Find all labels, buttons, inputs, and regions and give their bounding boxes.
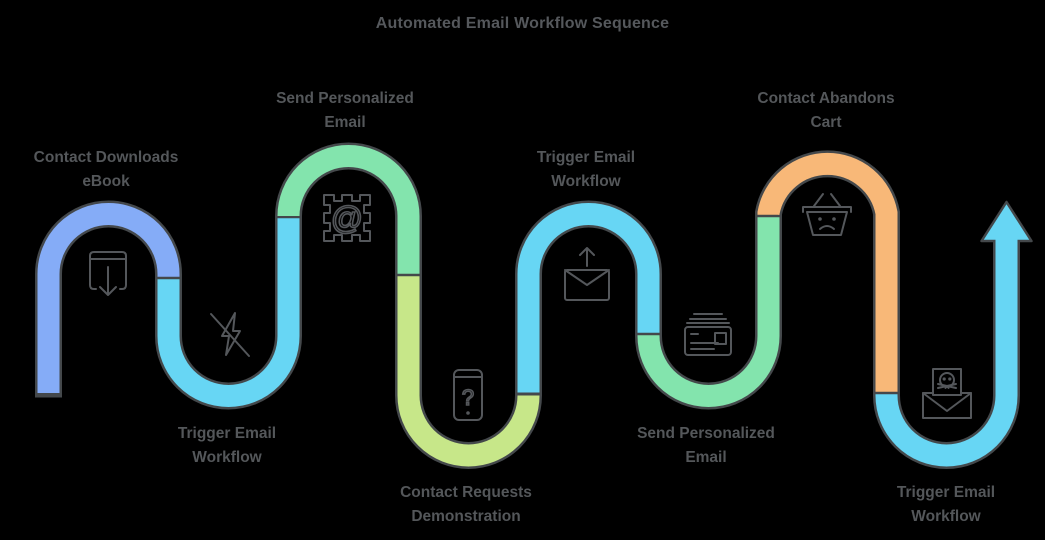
diagram-title: Automated Email Workflow Sequence	[375, 15, 670, 32]
step-label-2: Trigger Email Workflow	[177, 425, 277, 466]
step-label-1: Contact Downloads eBook	[33, 149, 179, 190]
flow-segment-5	[517, 203, 660, 393]
send-email-icon	[564, 247, 610, 301]
mail-stack-icon	[684, 313, 732, 356]
mail-virus-icon	[922, 368, 972, 419]
abandoned-cart-icon	[802, 193, 852, 236]
flow-segment-4	[397, 276, 540, 467]
stamp-at-icon: @	[323, 194, 371, 242]
ebook-download-icon	[89, 251, 127, 296]
phone-question-icon: ?	[453, 369, 483, 421]
step-label-5: Trigger Email Workflow	[536, 149, 636, 190]
step-label-3: Send Personalized Email	[276, 90, 414, 131]
flash-off-icon	[210, 312, 250, 357]
flow-segment-6	[637, 217, 780, 407]
flow-segment-1	[37, 203, 180, 393]
step-label-6: Send Personalized Email	[637, 425, 775, 466]
svg-text:?: ?	[462, 385, 474, 410]
flow-segment-7	[757, 152, 898, 392]
flow-segment-8	[875, 242, 1018, 467]
flow-segment-3	[277, 145, 420, 274]
step-label-4: Contact Requests Demonstration	[400, 484, 532, 525]
svg-text:@: @	[331, 200, 363, 236]
step-label-8: Trigger Email Workflow	[896, 484, 996, 525]
step-label-7: Contact Abandons Cart	[757, 90, 895, 131]
flow-segment-2	[157, 218, 300, 407]
flow-arrow-head	[980, 200, 1033, 243]
flow-arrow-joint	[995, 237, 1018, 244]
